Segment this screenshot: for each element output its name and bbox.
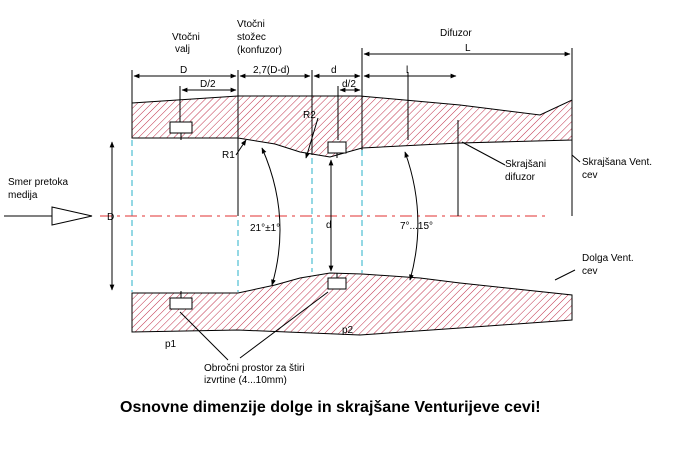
label-R2: R2 <box>303 110 316 121</box>
lower-wall <box>131 272 573 336</box>
label-dim-D-half: D/2 <box>200 79 216 90</box>
label-long-tube-1: Dolga Vent. <box>582 253 634 264</box>
label-long-tube-2: cev <box>582 266 598 277</box>
tap-p1-lower <box>169 297 193 310</box>
angle-arc-diffuser <box>404 151 419 281</box>
diagram-caption: Osnovne dimenzije dolge in skrajšane Ven… <box>120 399 541 416</box>
label-angle-diffuser: 7°...15° <box>400 221 433 232</box>
label-confuser-2: stožec <box>237 32 266 43</box>
label-D-left: D <box>107 212 114 223</box>
label-inlet-cylinder-1: Vtočni <box>172 32 200 43</box>
flow-arrow <box>4 206 93 226</box>
label-annulus-2: izvrtine (4...10mm) <box>204 375 287 386</box>
label-flow-1: Smer pretoka <box>8 177 68 188</box>
label-confuser-3: (konfuzor) <box>237 45 282 56</box>
label-annulus-1: Obročni prostor za štiri <box>204 363 305 374</box>
label-short-tube-1: Skrajšana Vent. <box>582 157 652 168</box>
label-dim-d: d <box>331 65 337 76</box>
label-dim-d-half: d/2 <box>342 79 356 90</box>
label-dim-D: D <box>180 65 187 76</box>
label-short-tube-2: cev <box>582 170 598 181</box>
label-inlet-cylinder-2: valj <box>175 44 190 55</box>
upper-wall <box>131 95 573 158</box>
label-diffuser: Difuzor <box>440 28 472 39</box>
label-flow-2: medija <box>8 190 38 201</box>
label-dim-L: L <box>465 43 471 54</box>
label-short-diffuser-2: difuzor <box>505 172 536 183</box>
label-confuser-1: Vtočni <box>237 19 265 30</box>
label-short-diffuser-1: Skrajšani <box>505 159 546 170</box>
label-d-mid: d <box>326 220 332 231</box>
tap-p1-upper <box>169 121 193 134</box>
label-R1: R1 <box>222 150 235 161</box>
angle-arc-confuser <box>261 147 281 286</box>
label-angle-confuser: 21°±1° <box>250 223 280 234</box>
label-dim-confuser: 2,7(D-d) <box>253 65 290 76</box>
tap-p2-lower <box>327 277 347 290</box>
label-dim-l: l <box>406 65 408 76</box>
label-p1: p1 <box>165 339 177 350</box>
tap-p2-upper <box>327 141 347 154</box>
label-p2: p2 <box>342 325 354 336</box>
